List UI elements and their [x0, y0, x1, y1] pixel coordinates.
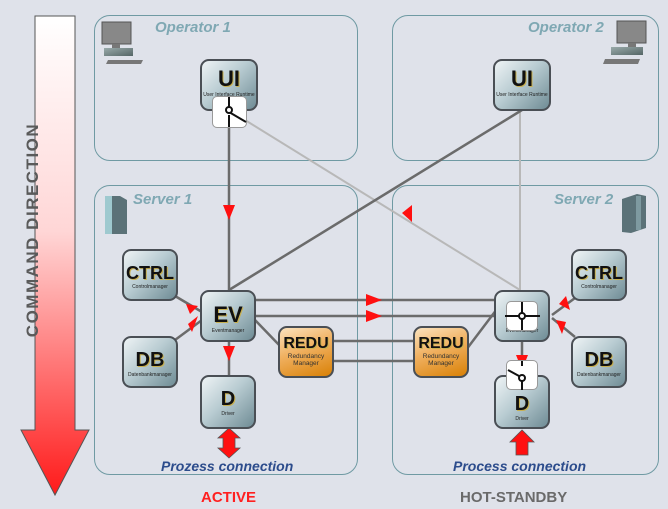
redu1-abbr: REDU	[283, 335, 329, 352]
db1-abbr: DB	[135, 349, 165, 371]
d2-abbr: D	[514, 393, 530, 415]
ev1-name: Eventmanager	[211, 328, 245, 334]
db1-name: Datenbankmanager	[128, 372, 172, 378]
ui2-abbr: UI	[511, 66, 533, 91]
bidirectional-arrow-icon	[216, 427, 242, 459]
redu2-abbr: REDU	[418, 335, 464, 352]
server1-connection-label: Prozess connection	[161, 458, 294, 474]
ui2-name: User Interface Runtime	[496, 92, 548, 98]
arrowhead-icon	[223, 205, 235, 220]
db1-node[interactable]: DB Datenbankmanager	[122, 336, 178, 388]
ev1-to-ctrl1-line	[174, 294, 203, 314]
arrowhead-icon	[188, 316, 198, 332]
arrowhead-icon	[556, 320, 566, 334]
redu2-node[interactable]: REDU Redundancy Manager	[413, 326, 469, 378]
server-tower-icon	[105, 196, 127, 234]
ev1-abbr: EV	[213, 302, 243, 327]
redu1-node[interactable]: REDU Redundancy Manager	[278, 326, 334, 378]
ev2-to-ctrl2-line	[551, 296, 576, 317]
ui2-node[interactable]: UI User Interface Runtime	[493, 59, 551, 111]
d1-node[interactable]: D Driver	[200, 375, 256, 429]
up-arrow-icon	[509, 429, 535, 456]
server2-status: HOT-STANDBY	[460, 489, 568, 506]
arrowhead-icon	[186, 304, 198, 314]
arrowhead-icon	[366, 294, 382, 306]
ctrl2-name: Controlmanager	[581, 284, 617, 290]
computer-icon	[101, 21, 143, 64]
server1-title: Server 1	[133, 191, 193, 208]
ev2-name: Eventmanager	[505, 328, 539, 334]
arrowhead-icon	[366, 310, 382, 322]
ui2-to-ev1-line	[228, 108, 523, 292]
ev1-node[interactable]: EV Eventmanager	[200, 290, 256, 342]
ctrl1-abbr: CTRL	[126, 263, 174, 283]
d1-name: Driver	[221, 411, 235, 417]
arrowhead-icon	[223, 346, 235, 361]
ui1-to-ev2-line	[244, 119, 521, 291]
operator1-title: Operator 1	[155, 19, 231, 36]
d1-abbr: D	[220, 388, 236, 410]
ev1-to-db1-line	[174, 318, 203, 342]
computer-icon	[603, 20, 647, 64]
server-tower-icon	[622, 194, 646, 233]
ctrl2-abbr: CTRL	[575, 263, 623, 283]
db2-abbr: DB	[584, 349, 614, 371]
ui1-abbr: UI	[218, 66, 240, 91]
ev1-to-redu1-line	[254, 319, 283, 349]
server2-title: Server 2	[554, 191, 614, 208]
ui1-name: User Interface Runtime	[203, 92, 255, 98]
d2-name: Driver	[515, 416, 529, 422]
db2-name: Datenbankmanager	[577, 372, 621, 378]
arrowhead-icon	[402, 205, 412, 222]
arrowhead-icon	[559, 296, 570, 310]
redu2-name: Redundancy Manager	[422, 353, 460, 367]
redu1-name: Redundancy Manager	[287, 353, 325, 367]
ctrl1-node[interactable]: CTRL Controlmanager	[122, 249, 178, 301]
ctrl2-node[interactable]: CTRL Controlmanager	[571, 249, 627, 301]
db2-node[interactable]: DB Datenbankmanager	[571, 336, 627, 388]
server1-status: ACTIVE	[201, 489, 257, 506]
ctrl1-name: Controlmanager	[132, 284, 168, 290]
operator2-title: Operator 2	[528, 19, 604, 36]
server2-connection-label: Process connection	[453, 458, 587, 474]
